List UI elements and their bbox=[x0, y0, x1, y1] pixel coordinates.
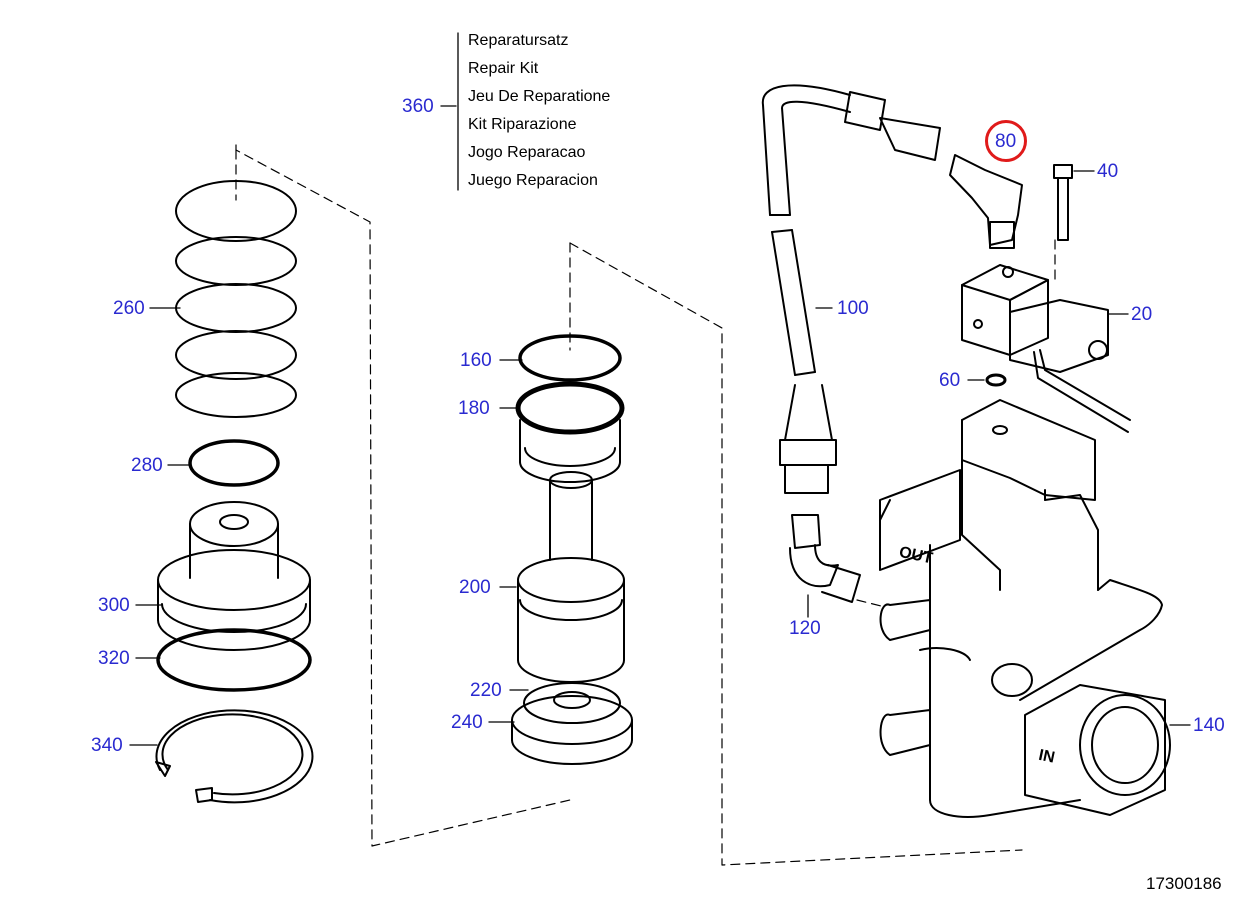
part-100-hose bbox=[761, 84, 941, 494]
callout-80-highlighted[interactable]: 80 bbox=[995, 131, 1017, 152]
part-180-ring bbox=[515, 381, 625, 435]
drawing-number: 17300186 bbox=[1146, 874, 1222, 893]
part-320-oring bbox=[156, 628, 312, 692]
callout-60[interactable]: 60 bbox=[939, 370, 961, 391]
leader-lines bbox=[129, 32, 1191, 746]
part-200-plunger bbox=[517, 419, 625, 683]
callout-320[interactable]: 320 bbox=[98, 648, 130, 669]
callout-140[interactable]: 140 bbox=[1193, 715, 1225, 736]
part-80-elbow bbox=[949, 154, 1023, 249]
valve-marking-in: IN bbox=[1037, 747, 1056, 767]
part-160-ring bbox=[518, 334, 622, 382]
repair-kit-line-pt: Jogo Reparacao bbox=[468, 144, 586, 161]
part-300-piston bbox=[157, 501, 311, 651]
callout-240[interactable]: 240 bbox=[451, 712, 483, 733]
callout-340[interactable]: 340 bbox=[91, 735, 123, 756]
repair-kit-line-de: Reparatursatz bbox=[468, 32, 569, 49]
callout-180[interactable]: 180 bbox=[458, 398, 490, 419]
valve-marking-out: OUT bbox=[898, 544, 935, 568]
repair-kit-line-fr: Jeu De Reparatione bbox=[468, 88, 611, 105]
callout-200[interactable]: 200 bbox=[459, 577, 491, 598]
callout-360[interactable]: 360 bbox=[402, 96, 434, 117]
repair-kit-line-it: Kit Riparazione bbox=[468, 116, 577, 133]
part-120-elbow bbox=[789, 514, 861, 603]
part-140-valve-body bbox=[879, 399, 1171, 818]
callout-40[interactable]: 40 bbox=[1097, 161, 1119, 182]
repair-kit-line-en: Repair Kit bbox=[468, 60, 539, 77]
part-20-solenoid bbox=[961, 264, 1131, 433]
callout-300[interactable]: 300 bbox=[98, 595, 130, 616]
callout-220[interactable]: 220 bbox=[470, 680, 502, 701]
part-260-spring bbox=[175, 180, 297, 418]
repair-kit-line-es: Juego Reparacion bbox=[468, 172, 598, 189]
part-280-oring bbox=[188, 439, 280, 487]
part-40-screw bbox=[1053, 164, 1073, 241]
callout-100[interactable]: 100 bbox=[837, 298, 869, 319]
callout-120[interactable]: 120 bbox=[789, 618, 821, 639]
callout-160[interactable]: 160 bbox=[460, 350, 492, 371]
callout-280[interactable]: 280 bbox=[131, 455, 163, 476]
part-60-washer bbox=[985, 373, 1007, 387]
callout-20[interactable]: 20 bbox=[1131, 304, 1153, 325]
callout-260[interactable]: 260 bbox=[113, 298, 145, 319]
part-340-circlip bbox=[155, 709, 314, 804]
highlight-circle bbox=[985, 120, 1027, 162]
assembly-dash-lines bbox=[235, 144, 1056, 866]
part-220-240-seat bbox=[511, 682, 633, 765]
